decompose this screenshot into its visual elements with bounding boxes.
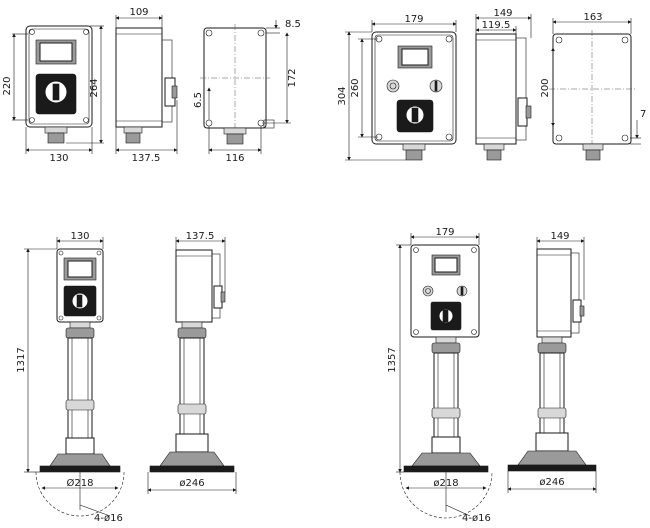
dim-a-depth-total: 137.5 bbox=[132, 153, 161, 164]
dim-a-hole-spacing-h: 116 bbox=[225, 153, 244, 164]
dim-b-height-outer: 304 bbox=[337, 86, 348, 105]
dim-c-height-total: 1317 bbox=[16, 347, 27, 372]
dim-c-width: 130 bbox=[70, 231, 89, 242]
view-c-side: 137.5 ø246 bbox=[147, 231, 237, 494]
dim-a-height-inner: 220 bbox=[2, 76, 13, 95]
dim-c-holes: 4-ø16 bbox=[94, 513, 123, 524]
dim-a-width: 130 bbox=[49, 153, 68, 164]
dim-d-holes: 4-ø16 bbox=[462, 513, 491, 524]
dim-b-hole-spacing-v: 200 bbox=[540, 78, 551, 97]
view-b-side: 149 119.5 bbox=[475, 8, 532, 161]
dim-b-height-inner: 260 bbox=[350, 78, 361, 97]
dim-a-height-outer: 264 bbox=[89, 78, 100, 97]
view-c-front: 130 1317 Ø218 4-ø16 bbox=[16, 231, 125, 524]
view-a-back: 8.5 172 6.5 116 bbox=[193, 19, 301, 164]
view-b-back: 163 200 7 bbox=[540, 12, 646, 161]
dim-b-depth-total: 149 bbox=[493, 8, 512, 19]
view-a-side: 109 137.5 bbox=[115, 7, 178, 164]
dim-b-depth: 119.5 bbox=[482, 20, 511, 31]
dim-a-offset-top: 8.5 bbox=[285, 19, 301, 30]
dim-a-depth: 109 bbox=[129, 7, 148, 18]
dim-d-width: 179 bbox=[435, 227, 454, 238]
view-d-front: 179 1357 ø218 4-ø16 bbox=[387, 227, 493, 524]
view-b-front: 179 304 260 bbox=[337, 14, 457, 161]
dim-b-offset: 7 bbox=[640, 109, 646, 120]
view-d-side: 149 ø246 bbox=[507, 231, 597, 493]
view-a-front: 220 264 130 bbox=[2, 25, 104, 164]
dim-d-side-base-diameter: ø246 bbox=[539, 477, 564, 488]
dim-c-side-base-diameter: ø246 bbox=[179, 478, 204, 489]
dim-a-offset-left: 6.5 bbox=[193, 92, 204, 108]
dim-c-depth: 137.5 bbox=[186, 231, 215, 242]
dim-b-width: 179 bbox=[404, 14, 423, 25]
dim-d-height-total: 1357 bbox=[387, 347, 398, 372]
dim-a-hole-spacing-v: 172 bbox=[287, 68, 298, 87]
dim-d-base-diameter: ø218 bbox=[433, 478, 458, 489]
dim-b-width-total: 163 bbox=[583, 12, 602, 23]
dim-c-base-diameter: Ø218 bbox=[67, 477, 94, 489]
dim-d-depth: 149 bbox=[550, 231, 569, 242]
